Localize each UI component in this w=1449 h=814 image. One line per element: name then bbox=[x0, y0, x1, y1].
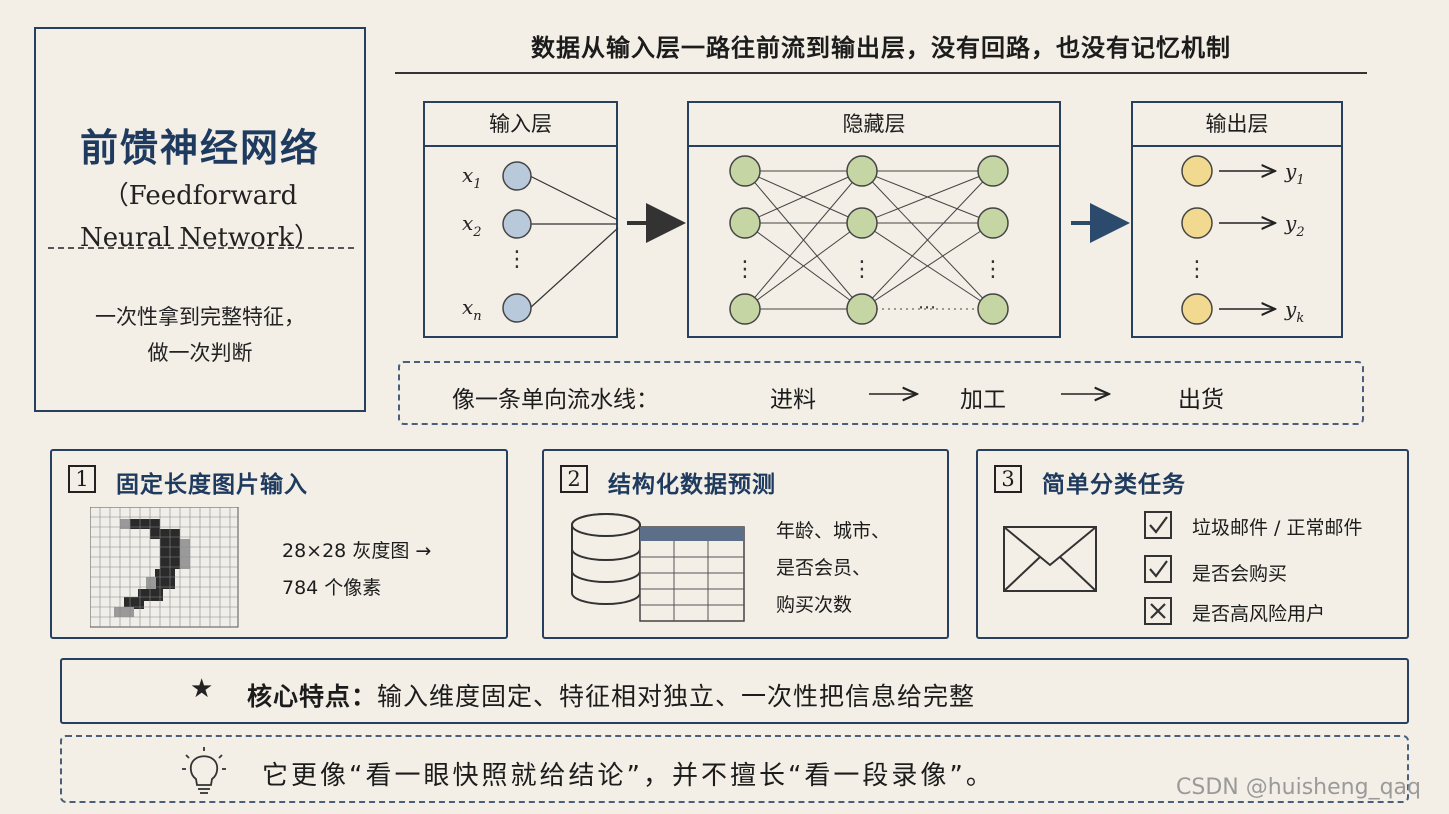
card-title: 结构化数据预测 bbox=[608, 472, 776, 498]
database-table-icon bbox=[571, 513, 745, 622]
card-number: 1 bbox=[68, 465, 96, 493]
check-label: 是否高风险用户 bbox=[1192, 603, 1326, 625]
card-image-input: 1 固定长度图片输入 28×28 bbox=[50, 449, 508, 639]
input-ellipsis: ⋮ bbox=[506, 247, 528, 272]
envelope-icon bbox=[1003, 526, 1097, 592]
pixel-grid-image bbox=[90, 507, 239, 628]
hidden-node bbox=[977, 155, 1009, 187]
check-label: 是否会购买 bbox=[1192, 563, 1288, 585]
card-text-line1: 28×28 灰度图 → bbox=[282, 540, 432, 562]
hidden-node bbox=[846, 207, 878, 239]
card-text-line1: 年龄、城市、 bbox=[776, 520, 891, 542]
output-node-2 bbox=[1181, 207, 1213, 239]
hidden-node bbox=[729, 207, 761, 239]
input-node-1 bbox=[502, 161, 532, 191]
title-cn: 前馈神经网络 bbox=[79, 125, 320, 170]
card-text: 28×28 灰度图 → 784 个像素 bbox=[282, 533, 431, 607]
output-nodes: ⋮ bbox=[1181, 155, 1213, 325]
hidden-node bbox=[846, 293, 878, 325]
hidden-nodes: ⋮ ⋮ ⋮ bbox=[729, 155, 1009, 325]
core-feature-box: ★ 核心特点：输入维度固定、特征相对独立、一次性把信息给完整 bbox=[60, 658, 1409, 724]
lightbulb-icon bbox=[182, 747, 226, 794]
watermark: CSDN @huisheng_qaq bbox=[1176, 775, 1421, 800]
hidden-layer-label: 隐藏层 bbox=[689, 103, 1059, 147]
card-text-line3: 购买次数 bbox=[776, 594, 853, 616]
card-text-line2: 784 个像素 bbox=[282, 577, 382, 599]
input-layer-label: 输入层 bbox=[425, 103, 616, 147]
title-en-line1: （Feedforward bbox=[102, 181, 298, 211]
output-node-k bbox=[1181, 293, 1213, 325]
card-title: 固定长度图片输入 bbox=[116, 472, 308, 498]
title-description: 一次性拿到完整特征， 做一次判断 bbox=[36, 299, 364, 371]
checkbox-checked-icon bbox=[1144, 511, 1172, 539]
card-text-line2: 是否会员、 bbox=[776, 557, 872, 579]
checkbox-crossed-icon bbox=[1144, 597, 1172, 625]
hidden-node bbox=[977, 293, 1009, 325]
card-text: 年龄、城市、 是否会员、 购买次数 bbox=[776, 513, 890, 624]
output-layer-label: 输出层 bbox=[1133, 103, 1341, 147]
title-panel: 前馈神经网络 （Feedforward Neural Network） 一次性拿… bbox=[34, 27, 366, 412]
checkbox-checked-icon bbox=[1144, 555, 1172, 583]
tip-box: 它更像“看一眼快照就给结论”，并不擅长“看一段录像”。 bbox=[60, 735, 1409, 803]
input-nodes: ⋮ bbox=[502, 161, 532, 323]
pipeline-label: 像一条单向流水线： bbox=[452, 387, 659, 413]
core-content: 输入维度固定、特征相对独立、一次性把信息给完整 bbox=[377, 682, 976, 711]
headline-rule bbox=[395, 72, 1367, 74]
pipeline-step-3: 出货 bbox=[1178, 387, 1224, 413]
star-icon: ★ bbox=[190, 674, 214, 704]
card-number: 2 bbox=[560, 465, 588, 493]
title-divider bbox=[48, 247, 354, 249]
core-text: 核心特点：输入维度固定、特征相对独立、一次性把信息给完整 bbox=[247, 677, 975, 713]
check-label: 垃圾邮件 / 正常邮件 bbox=[1192, 517, 1363, 539]
desc-line2: 做一次判断 bbox=[147, 341, 253, 365]
pipeline-step-2: 加工 bbox=[960, 387, 1006, 413]
pipeline-box: 像一条单向流水线： 进料 加工 出货 bbox=[398, 361, 1364, 425]
input-node-2 bbox=[502, 209, 532, 239]
card-title: 简单分类任务 bbox=[1042, 472, 1186, 498]
core-label: 核心特点： bbox=[247, 682, 378, 711]
output-layer-box: 输出层 bbox=[1131, 101, 1343, 338]
headline: 数据从输入层一路往前流到输出层，没有回路，也没有记忆机制 bbox=[531, 34, 1231, 62]
pipeline-step-1: 进料 bbox=[770, 387, 816, 413]
hidden-node bbox=[846, 155, 878, 187]
hidden-ellipsis: ⋮ bbox=[851, 257, 873, 282]
hidden-connections bbox=[744, 170, 994, 310]
hidden-ellipsis: ⋮ bbox=[982, 257, 1004, 282]
input-node-n bbox=[502, 293, 532, 323]
hidden-node bbox=[729, 155, 761, 187]
card-structured-data: 2 结构化数据预测 年龄、城市、 是否会员、 购买次数 bbox=[542, 449, 949, 639]
hidden-node bbox=[977, 207, 1009, 239]
desc-line1: 一次性拿到完整特征， bbox=[95, 305, 305, 329]
output-ellipsis: ⋮ bbox=[1186, 257, 1208, 282]
hidden-ellipsis: ⋮ bbox=[734, 257, 756, 282]
output-node-1 bbox=[1181, 155, 1213, 187]
tip-text: 它更像“看一眼快照就给结论”，并不擅长“看一段录像”。 bbox=[262, 761, 995, 791]
card-number: 3 bbox=[994, 465, 1022, 493]
hidden-node bbox=[729, 293, 761, 325]
hidden-hellip: ⋯ bbox=[918, 297, 936, 318]
input-connections bbox=[529, 175, 619, 309]
card-classification: 3 简单分类任务 垃圾邮件 / 正常邮件 是否会购买 是否高风险用户 bbox=[976, 449, 1409, 639]
